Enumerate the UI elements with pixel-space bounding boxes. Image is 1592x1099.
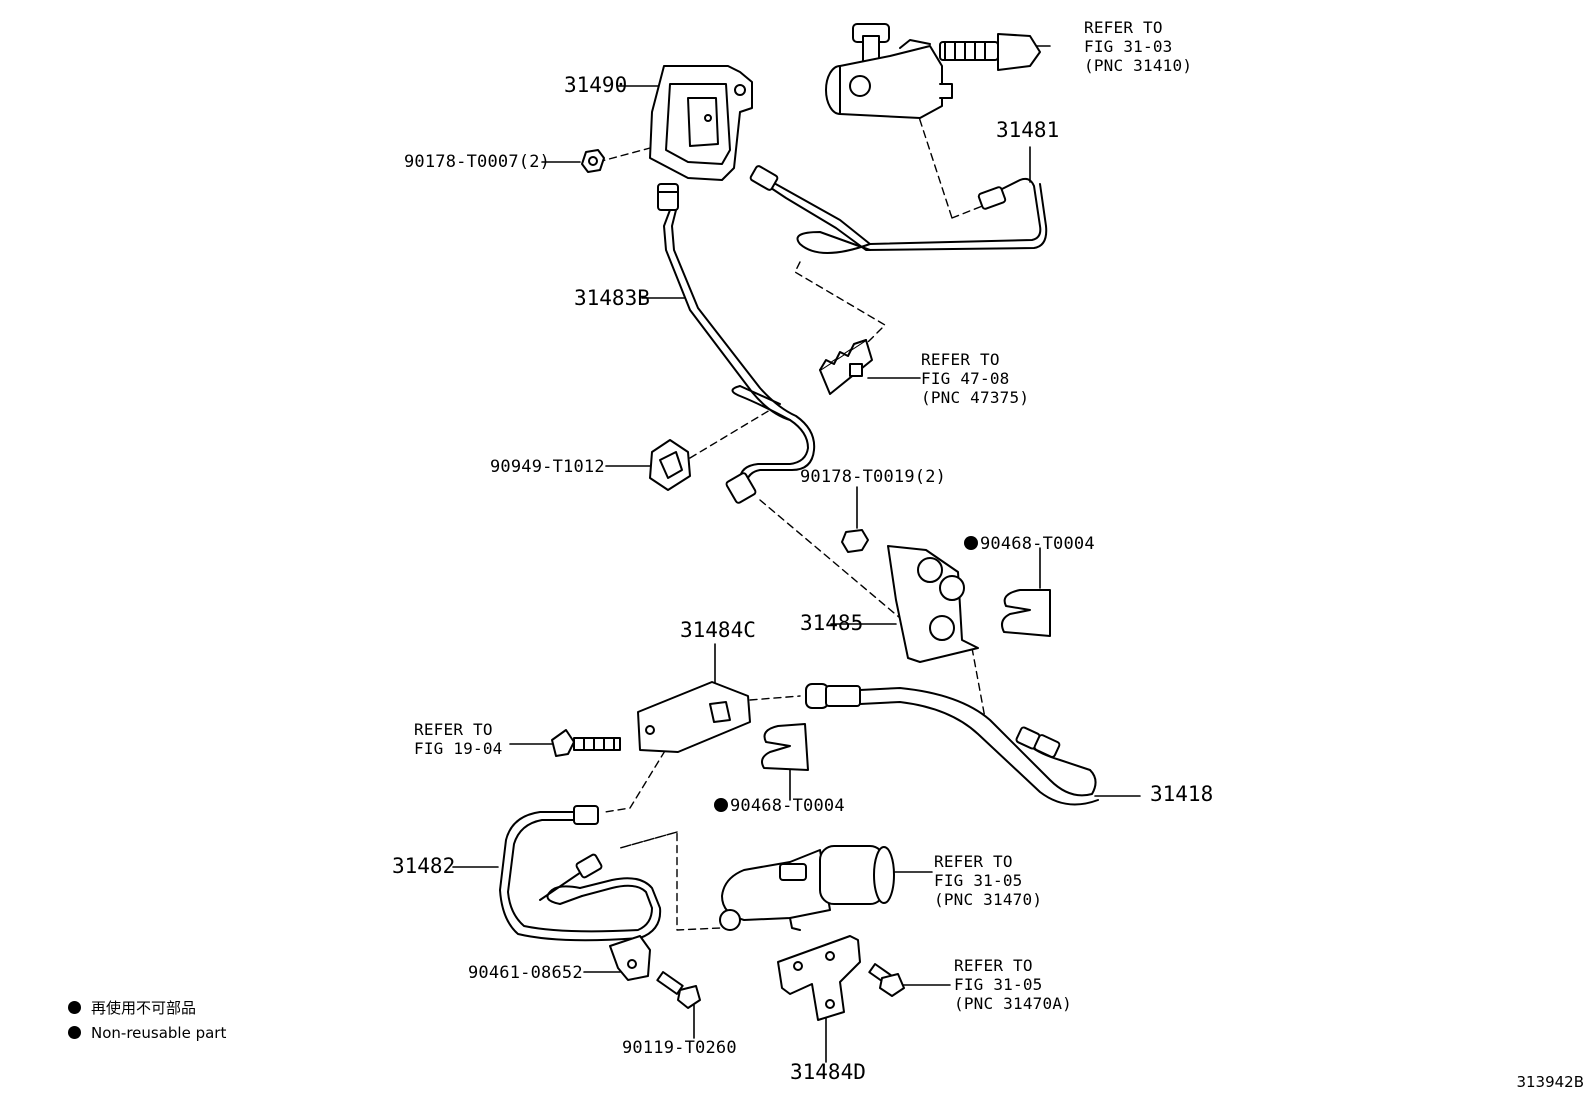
bolt-ref-31470A <box>868 963 905 997</box>
clamp-47375 <box>819 339 873 395</box>
legend-dot-icon <box>68 1001 81 1014</box>
refer-line: FIG 19-04 <box>414 739 503 758</box>
leader-lines <box>452 45 1141 1063</box>
refer-line: (PNC 31470) <box>934 890 1043 909</box>
refer-line: FIG 31-03 <box>1084 37 1173 56</box>
refer-line: REFER TO <box>954 956 1033 975</box>
refer-line: REFER TO <box>1084 18 1163 37</box>
refer-fig-47-08[interactable]: REFER TO FIG 47-08 (PNC 47375) <box>921 350 1029 407</box>
tube-31481 <box>749 165 1048 254</box>
illustration-code: 313942B <box>1516 1073 1584 1091</box>
clip-90468-T0004-lower <box>761 723 809 771</box>
legend-jp: 再使用不可部品 <box>68 999 196 1017</box>
refer-fig-31-05-31470A[interactable]: REFER TO FIG 31-05 (PNC 31470A) <box>954 956 1072 1013</box>
bolt-90119-T0260 <box>656 971 701 1009</box>
clip-90949-T1012 <box>649 439 691 491</box>
label-90461-08652[interactable]: 90461-08652 <box>468 963 583 983</box>
legend-dot-icon <box>68 1026 81 1039</box>
label-31481[interactable]: 31481 <box>996 118 1060 142</box>
label-31485[interactable]: 31485 <box>800 611 864 635</box>
non-reusable-marker <box>964 536 978 550</box>
hose-31418 <box>805 683 1099 806</box>
label-31490[interactable]: 31490 <box>564 73 628 97</box>
refer-line: REFER TO <box>414 720 493 739</box>
refer-line: REFER TO <box>921 350 1000 369</box>
label-text: 90468-T0004 <box>730 796 845 816</box>
label-90178-T0007[interactable]: 90178-T0007(2) <box>404 152 551 172</box>
refer-line: (PNC 31410) <box>1084 56 1193 75</box>
label-90949-T1012[interactable]: 90949-T1012 <box>490 457 605 477</box>
refer-fig-31-05-31470[interactable]: REFER TO FIG 31-05 (PNC 31470) <box>934 852 1042 909</box>
refer-line: FIG 31-05 <box>954 975 1043 994</box>
clip-90461-08652 <box>609 935 651 981</box>
tube-31483B <box>657 183 816 504</box>
label-31483B[interactable]: 31483B <box>574 286 650 310</box>
label-31418[interactable]: 31418 <box>1150 782 1214 806</box>
tube-31482 <box>499 805 662 942</box>
legend-en: Non-reusable part <box>68 1024 226 1042</box>
clip-90468-T0004-upper <box>1001 589 1051 637</box>
nut-90178-T0007 <box>581 149 605 173</box>
refer-line: REFER TO <box>934 852 1013 871</box>
bolt-ref-19-04 <box>551 729 621 757</box>
refer-line: FIG 31-05 <box>934 871 1023 890</box>
label-90468-T0004-lower[interactable]: 90468-T0004 <box>714 796 845 816</box>
refer-line: (PNC 47375) <box>921 388 1030 407</box>
bracket-31484C <box>637 681 751 753</box>
legend-en-text: Non-reusable part <box>91 1024 227 1042</box>
bracket-31490 <box>649 65 753 181</box>
label-31482[interactable]: 31482 <box>392 854 456 878</box>
non-reusable-marker <box>714 798 728 812</box>
master-cylinder <box>825 23 1041 119</box>
legend-jp-text: 再使用不可部品 <box>91 999 197 1017</box>
label-90119-T0260[interactable]: 90119-T0260 <box>622 1038 737 1058</box>
label-31484C[interactable]: 31484C <box>680 618 756 642</box>
refer-fig-31-03[interactable]: REFER TO FIG 31-03 (PNC 31410) <box>1084 18 1192 75</box>
label-90178-T0019[interactable]: 90178-T0019(2) <box>800 467 947 487</box>
bracket-31484D <box>777 935 861 1021</box>
refer-fig-19-04[interactable]: REFER TO FIG 19-04 <box>414 720 503 758</box>
release-cylinder <box>719 845 895 931</box>
refer-line: FIG 47-08 <box>921 369 1010 388</box>
nut-90178-T0019 <box>841 529 869 553</box>
refer-line: (PNC 31470A) <box>954 994 1072 1013</box>
label-90468-T0004-upper[interactable]: 90468-T0004 <box>964 534 1095 554</box>
label-31484D[interactable]: 31484D <box>790 1060 866 1084</box>
label-text: 90468-T0004 <box>980 534 1095 554</box>
bracket-31485 <box>887 545 979 663</box>
